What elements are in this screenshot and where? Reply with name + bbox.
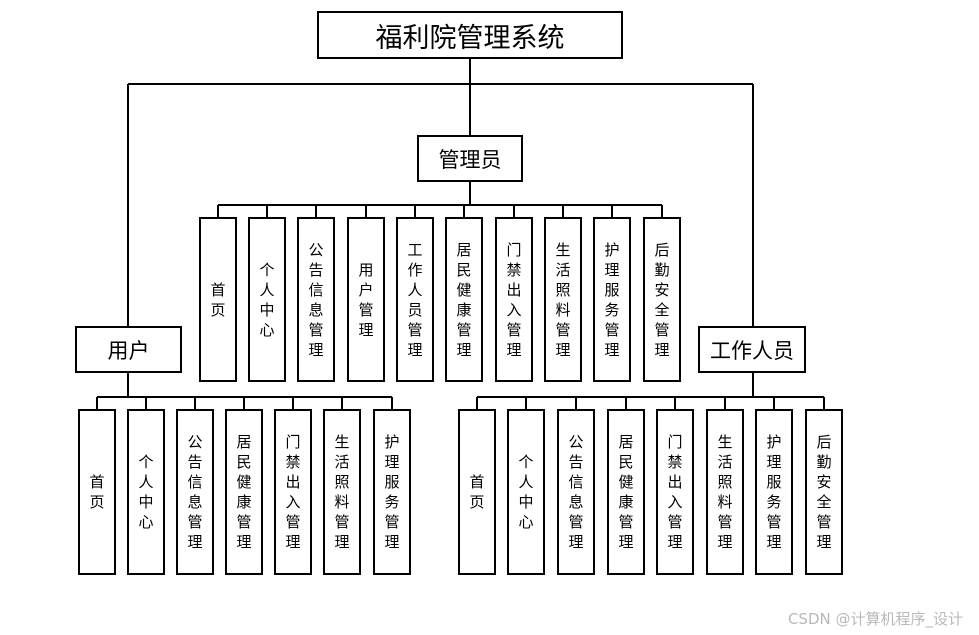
- user-module-label: 门禁出入管理: [285, 433, 301, 551]
- user-module-label: 个人中心: [138, 453, 154, 531]
- user-role-box: 用户: [75, 326, 182, 373]
- user-module-box: 首页: [78, 409, 116, 575]
- worker-module-label: 后勤安全管理: [816, 433, 832, 551]
- user-module-box: 个人中心: [127, 409, 165, 575]
- user-module-label: 公告信息管理: [187, 433, 203, 551]
- worker-module-box: 后勤安全管理: [805, 409, 843, 575]
- admin-module-box: 门禁出入管理: [495, 217, 533, 382]
- admin-module-label: 公告信息管理: [308, 240, 324, 359]
- admin-role-box: 管理员: [417, 135, 523, 182]
- admin-module-box: 工作人员管理: [396, 217, 434, 382]
- admin-module-label: 居民健康管理: [456, 240, 472, 359]
- worker-module-label: 居民健康管理: [618, 433, 634, 551]
- system-title-box: 福利院管理系统: [317, 11, 623, 59]
- user-module-box: 门禁出入管理: [274, 409, 312, 575]
- admin-role-label: 管理员: [438, 147, 502, 172]
- user-module-label: 生活照料管理: [334, 433, 350, 551]
- admin-module-box: 公告信息管理: [297, 217, 335, 382]
- admin-module-label: 用户管理: [358, 260, 374, 339]
- worker-module-box: 生活照料管理: [706, 409, 744, 575]
- worker-module-label: 个人中心: [518, 453, 534, 531]
- user-module-box: 生活照料管理: [323, 409, 361, 575]
- worker-module-label: 门禁出入管理: [667, 433, 683, 551]
- worker-module-box: 护理服务管理: [755, 409, 793, 575]
- admin-module-label: 后勤安全管理: [654, 240, 670, 359]
- admin-module-label: 首页: [210, 280, 226, 319]
- system-title: 福利院管理系统: [375, 22, 565, 54]
- worker-module-box: 公告信息管理: [557, 409, 595, 575]
- admin-module-box: 用户管理: [347, 217, 385, 382]
- worker-module-label: 公告信息管理: [568, 433, 584, 551]
- worker-module-label: 护理服务管理: [766, 433, 782, 551]
- worker-module-box: 居民健康管理: [607, 409, 645, 575]
- admin-module-box: 个人中心: [248, 217, 286, 382]
- user-module-label: 首页: [89, 473, 105, 511]
- user-module-box: 公告信息管理: [176, 409, 214, 575]
- admin-module-label: 工作人员管理: [407, 240, 423, 359]
- user-role-label: 用户: [107, 338, 150, 363]
- worker-module-box: 个人中心: [507, 409, 545, 575]
- worker-module-box: 门禁出入管理: [656, 409, 694, 575]
- worker-module-box: 首页: [458, 409, 496, 575]
- user-module-label: 居民健康管理: [236, 433, 252, 551]
- admin-module-box: 首页: [199, 217, 237, 382]
- admin-module-box: 居民健康管理: [445, 217, 483, 382]
- admin-module-label: 门禁出入管理: [506, 240, 522, 359]
- user-module-box: 居民健康管理: [225, 409, 263, 575]
- admin-module-box: 护理服务管理: [593, 217, 631, 382]
- watermark: CSDN @计算机程序_设计: [787, 610, 963, 628]
- admin-module-label: 护理服务管理: [604, 240, 620, 359]
- user-module-label: 护理服务管理: [384, 433, 400, 551]
- worker-role-box: 工作人员: [698, 326, 806, 373]
- admin-module-label: 个人中心: [259, 260, 275, 339]
- worker-role-label: 工作人员: [710, 338, 794, 363]
- admin-module-box: 生活照料管理: [544, 217, 582, 382]
- admin-module-box: 后勤安全管理: [643, 217, 681, 382]
- worker-module-label: 首页: [469, 473, 485, 511]
- worker-module-label: 生活照料管理: [717, 433, 733, 551]
- admin-module-label: 生活照料管理: [555, 240, 571, 359]
- user-module-box: 护理服务管理: [373, 409, 411, 575]
